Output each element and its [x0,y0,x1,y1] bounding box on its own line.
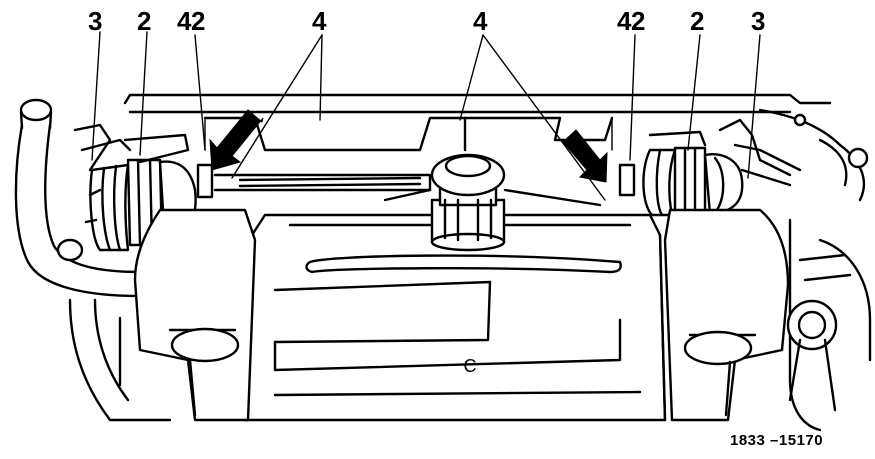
right-clamp-assembly [618,118,802,217]
callout-right-42: 42 [617,6,645,36]
right-mount-bracket [758,108,869,202]
right-intake-duct [663,208,790,422]
lower-left-pipes [56,238,172,422]
figure-reference: 1833 –15170 [730,432,824,449]
center-rail [213,173,602,207]
callout-left-2: 2 [137,6,151,36]
callout-left-42: 42 [177,6,205,36]
rear-housing-rail [123,93,832,152]
callout-right-2: 2 [690,6,704,36]
lower-right-pipes [786,218,872,432]
callout-left-3: 3 [88,6,102,36]
cover-marking: C [464,356,477,376]
arrow-left [209,109,264,171]
leader-lines [91,31,761,201]
arrow-right [562,129,608,183]
callout-right-3: 3 [751,6,765,36]
oil-filler-cap [430,153,506,252]
left-intake-duct [133,208,257,422]
breather-hose [14,98,142,298]
callout-left-4: 4 [312,6,326,36]
callout-right-4: 4 [473,6,487,36]
